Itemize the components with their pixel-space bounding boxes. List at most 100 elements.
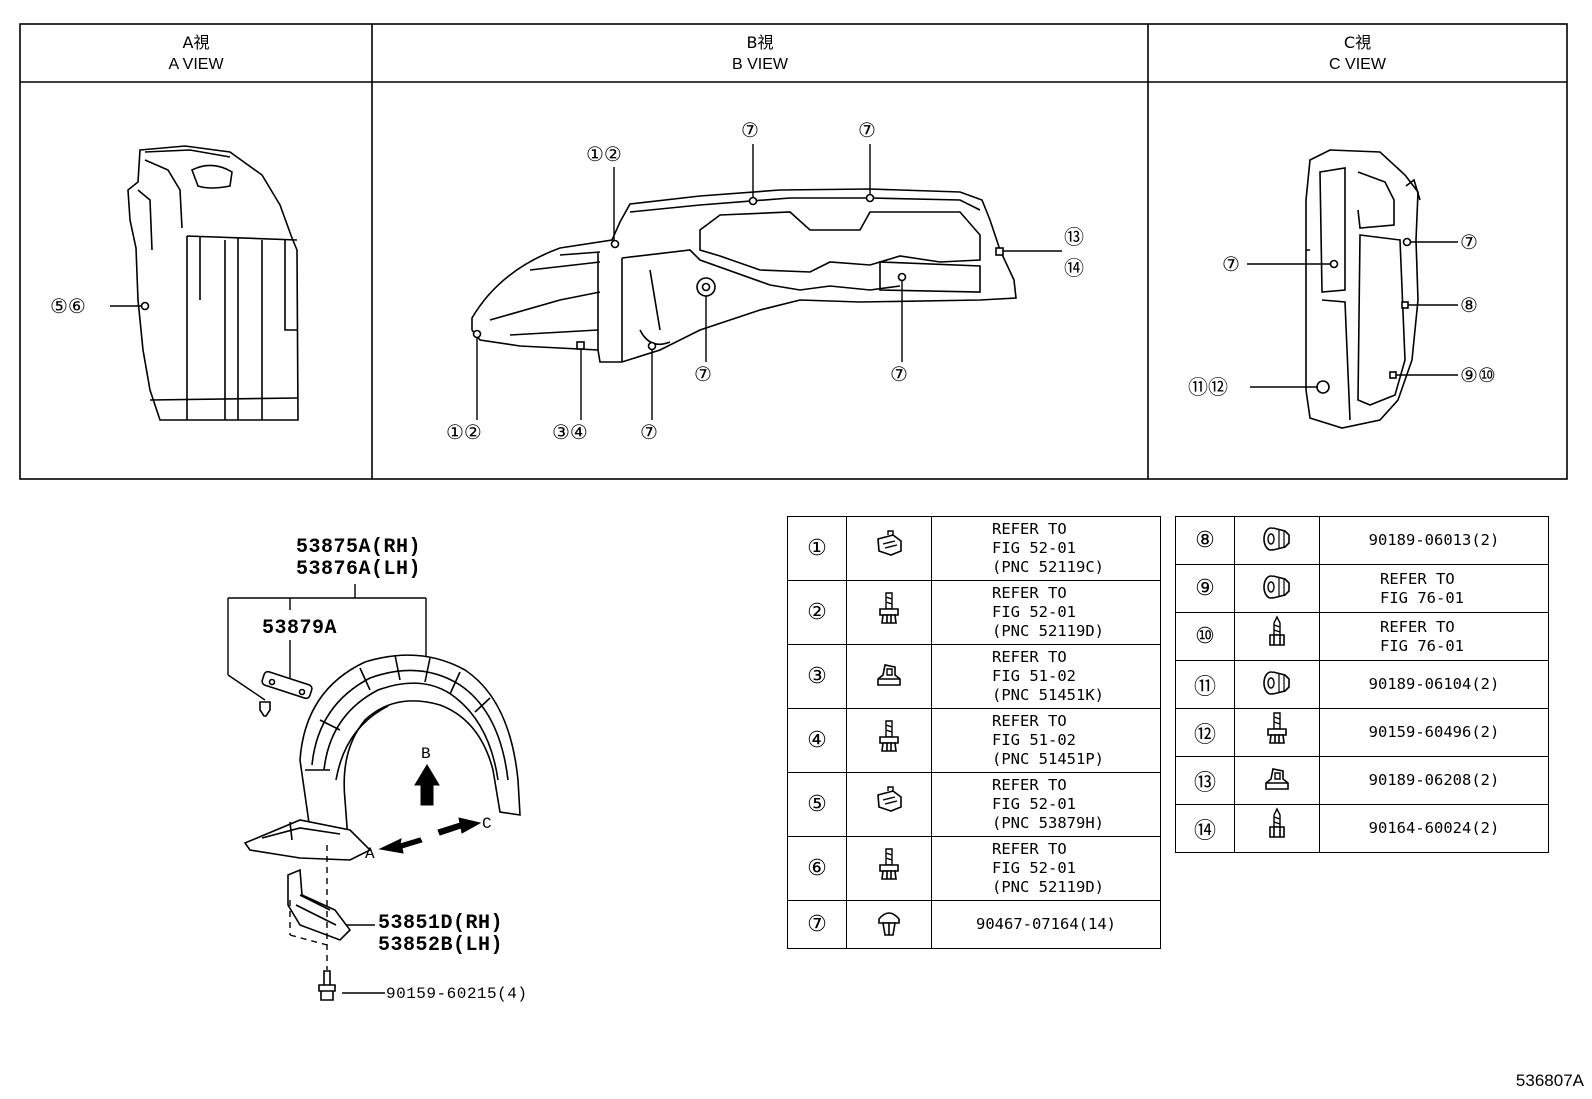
part-description-line: REFER TO (992, 840, 1067, 858)
assembly-dashed-lines (289, 845, 328, 970)
screw-icon (846, 836, 932, 901)
b-view-liner-drawing (471, 188, 1017, 363)
callout-b-7-mid-right: ⑦ (890, 362, 908, 386)
ref-number: ④ (787, 708, 847, 773)
c-view-liner-drawing (1305, 149, 1421, 429)
part-description-line: (PNC 51451K) (992, 686, 1104, 704)
nut-icon (1234, 756, 1320, 805)
callout-c-7-right: ⑦ (1460, 230, 1478, 254)
grommet-icon (1234, 564, 1320, 613)
part-description-line: REFER TO (992, 584, 1067, 602)
ref-number: ① (787, 516, 847, 581)
screw-icon (1234, 708, 1320, 757)
view-direction-arrows (378, 764, 482, 854)
part-number-liner-lh: 53876A(LH) (296, 558, 422, 581)
part-description-line: FIG 76-01 (1380, 588, 1464, 607)
screw-icon (846, 580, 932, 645)
part-description-line: (PNC 51451P) (992, 750, 1104, 768)
ref-number: ③ (787, 644, 847, 709)
ref-number: ⑪ (1175, 660, 1235, 709)
callout-c-9-10: ⑨⑩ (1460, 363, 1496, 387)
part-description-line: (PNC 52119C) (992, 558, 1104, 576)
ref-number: ⑭ (1175, 804, 1235, 853)
part-description-line: REFER TO (1380, 569, 1455, 588)
part-description-line: REFER TO (992, 520, 1067, 538)
ref-number: ⑤ (787, 772, 847, 837)
ref-number: ⑫ (1175, 708, 1235, 757)
part-description: 90189-06208(2) (1319, 756, 1549, 805)
ref-number: ⑬ (1175, 756, 1235, 805)
view-heading-c-jp: C視 (1343, 33, 1372, 52)
grommet-icon (1234, 516, 1320, 565)
view-heading-a: A視 A VIEW (20, 32, 372, 76)
callout-b-13: ⑬ (1064, 225, 1084, 249)
view-heading-a-jp: A視 (182, 33, 210, 52)
part-number-lower-lh: 53852B(LH) (378, 934, 504, 957)
part-number-liner-rh: 53875A(RH) (296, 536, 422, 559)
callout-b-7-top-left: ⑦ (741, 118, 759, 142)
callout-b-7-bottom: ⑦ (640, 420, 658, 444)
part-description-line: 90189-06208(2) (1368, 771, 1500, 789)
view-heading-c-en: C VIEW (1329, 56, 1386, 73)
view-heading-b-jp: B視 (746, 33, 774, 52)
part-description-line: (PNC 52119D) (992, 622, 1104, 640)
a-view-liner-drawing (127, 145, 299, 421)
part-description: 90189-06104(2) (1319, 660, 1549, 709)
part-description-line: 90189-06013(2) (1368, 531, 1500, 549)
callout-b-7-top-right: ⑦ (858, 118, 876, 142)
part-description-line: 90467-07164(14) (976, 915, 1116, 933)
push-rivet-icon (846, 900, 932, 949)
part-description-line: FIG 51-02 (992, 667, 1076, 685)
screw-icon (846, 708, 932, 773)
part-description-line: FIG 52-01 (992, 795, 1076, 813)
b-view-leader-lines (476, 144, 1062, 420)
part-description-line: REFER TO (1380, 617, 1455, 636)
view-frames (19, 23, 1568, 480)
callout-b-3-4: ③④ (552, 420, 588, 444)
arrow-label-c: C (482, 815, 493, 833)
arrow-a-icon (378, 837, 423, 854)
parts-table-row: ⑬ 90189-06208(2) (1175, 756, 1549, 805)
part-number-clip: 53879A (262, 617, 338, 640)
c-view-leader-lines (1247, 241, 1458, 388)
ref-number: ⑩ (1175, 612, 1235, 661)
view-heading-c: C視 C VIEW (1148, 32, 1567, 76)
part-description-line: FIG 52-01 (992, 859, 1076, 877)
arrow-label-a: A (365, 845, 376, 863)
diagram-id: 536807A (1515, 1071, 1584, 1090)
clip-icon (846, 772, 932, 837)
nut-icon (846, 644, 932, 709)
fender-liner-assembly-drawing (243, 654, 521, 1001)
callout-b-14: ⑭ (1064, 256, 1084, 280)
callout-c-8: ⑧ (1460, 293, 1478, 317)
ref-number: ⑨ (1175, 564, 1235, 613)
ref-number: ② (787, 580, 847, 645)
part-number-lower-rh: 53851D(RH) (378, 912, 504, 935)
tapping-screw-icon (1234, 612, 1320, 661)
parts-table-row: ⑫ 90159-60496(2) (1175, 708, 1549, 757)
callout-c-11-12: ⑪⑫ (1188, 375, 1228, 399)
part-description: 90159-60496(2) (1319, 708, 1549, 757)
part-description-line: (PNC 53879H) (992, 814, 1104, 832)
callout-c-7-left: ⑦ (1222, 252, 1240, 276)
callout-b-1-2-bottom: ①② (446, 420, 482, 444)
grommet-icon (1234, 660, 1320, 709)
part-description-line: REFER TO (992, 712, 1067, 730)
callout-b-1-2-top: ①② (586, 142, 622, 166)
